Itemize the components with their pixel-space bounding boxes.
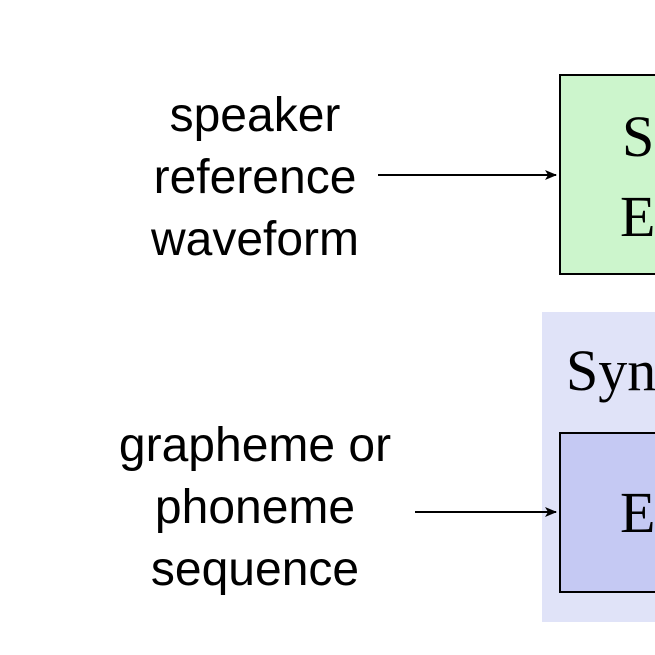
speaker-reference-label: speaker reference waveform [110,85,400,271]
encoder-block [559,432,655,593]
speaker-label-line-1: speaker [169,89,341,142]
text-label-line-2: phoneme [154,481,356,534]
speaker-encoder-block [559,74,655,275]
encoder-label: E [620,480,655,545]
speaker-encoder-label-line-1: S [622,104,655,169]
synthesizer-title: Syn [566,338,655,403]
text-label-line-1: grapheme or [118,419,392,472]
text-label-line-3: sequence [150,543,360,596]
text-sequence-label: grapheme or phoneme sequence [60,415,450,601]
speaker-label-line-3: waveform [150,213,360,266]
speaker-label-line-2: reference [153,151,357,204]
speaker-encoder-label-line-2: E [620,184,655,249]
